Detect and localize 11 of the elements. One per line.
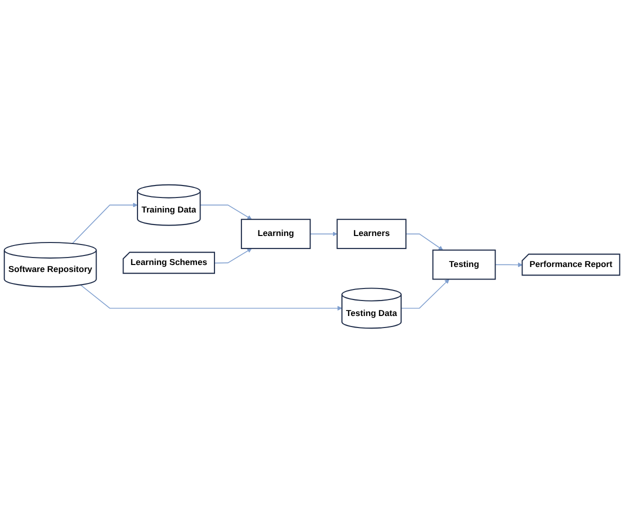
arrow (80, 284, 342, 311)
arrow (72, 202, 138, 244)
arrow (310, 232, 338, 236)
node-box: Learners (336, 218, 406, 250)
node-box: Learning (240, 218, 311, 250)
arrow (200, 204, 252, 220)
arrow (214, 248, 252, 264)
arrow (494, 262, 523, 268)
arrow (406, 234, 444, 250)
node-box: Testing (432, 250, 496, 280)
arrow (400, 279, 450, 309)
